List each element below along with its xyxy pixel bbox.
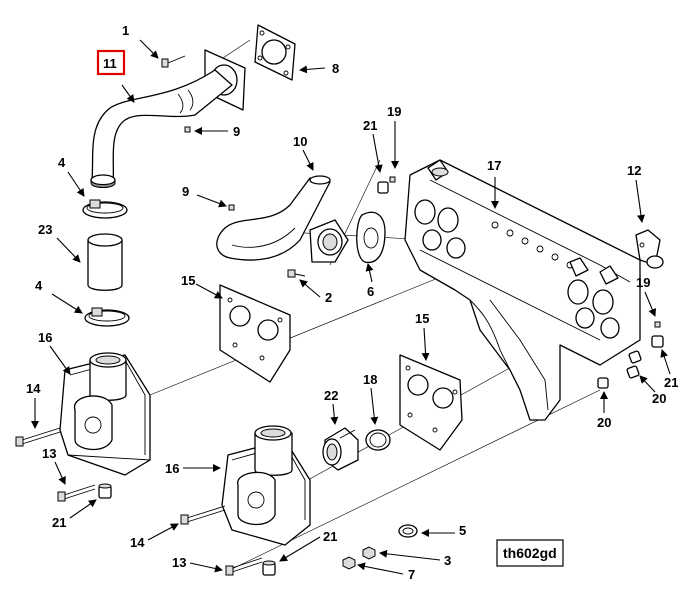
exhaust-manifold-part-17 — [404, 159, 641, 421]
flange-outlet — [309, 219, 349, 263]
plug-part-19-upper — [389, 176, 396, 183]
thermostat-housing-part-16-left — [59, 352, 151, 476]
callout-12: 12 — [627, 163, 641, 178]
gasket-part-6 — [356, 211, 386, 264]
callout-16-right: 16 — [165, 461, 179, 476]
ring-part-5 — [398, 524, 418, 538]
callout-20-right: 20 — [652, 391, 666, 406]
callout-4-lower: 4 — [35, 278, 43, 293]
callout-23: 23 — [38, 222, 52, 237]
callout-16-left: 16 — [38, 330, 52, 345]
tube-part-10 — [216, 175, 331, 261]
plug-part-9-upper — [184, 126, 191, 133]
callout-6: 6 — [367, 284, 374, 299]
callout-5: 5 — [459, 523, 466, 538]
callout-labels: 1 11 8 9 4 23 4 16 14 13 21 10 9 15 2 6 … — [26, 23, 678, 582]
sleeve-parts-20 — [597, 350, 642, 389]
drawing-id-label: th602gd — [503, 545, 557, 561]
callout-22: 22 — [324, 388, 338, 403]
plug-part-9-lower — [228, 204, 235, 211]
bolt-part-13-left — [57, 484, 96, 502]
o-ring-part-18 — [365, 429, 391, 451]
callout-9-lower: 9 — [182, 184, 189, 199]
gasket-part-8 — [254, 24, 296, 81]
callout-11: 11 — [103, 56, 117, 71]
callout-17: 17 — [487, 158, 501, 173]
callout-2: 2 — [325, 290, 332, 305]
callout-leaders — [31, 39, 671, 575]
callout-10: 10 — [293, 134, 307, 149]
callout-21-bottom: 21 — [323, 529, 337, 544]
bolt-part-14-left — [15, 427, 61, 447]
callout-14-left: 14 — [26, 381, 41, 396]
thermostat-part-22 — [322, 427, 359, 471]
thermostat-housing-part-16-right — [221, 425, 311, 546]
bracket-part-12 — [635, 229, 664, 269]
callout-13-left: 13 — [42, 446, 56, 461]
callout-7: 7 — [408, 567, 415, 582]
callout-19-right: 19 — [636, 275, 650, 290]
drawing-id-box: th602gd — [496, 539, 564, 567]
callout-21-left: 21 — [52, 515, 66, 530]
bolt-part-14-right — [180, 505, 226, 525]
plug-part-19-right — [654, 321, 661, 328]
sleeve-part-21-bottom — [262, 560, 276, 576]
sleeve-part-21-left — [98, 483, 112, 499]
callout-15-right: 15 — [415, 311, 429, 326]
washer-part-7 — [342, 556, 356, 570]
callout-9-upper: 9 — [233, 124, 240, 139]
hose-part-23 — [87, 233, 123, 291]
bolt-part-1 — [161, 55, 186, 68]
sleeve-part-21-upper — [377, 181, 389, 194]
gasket-part-15-left — [219, 284, 291, 383]
callout-4-upper: 4 — [58, 155, 66, 170]
callout-3: 3 — [444, 553, 451, 568]
callout-highlight-box — [96, 49, 126, 76]
callout-19-upper: 19 — [387, 104, 401, 119]
nut-part-3 — [362, 546, 376, 560]
sleeve-part-21-right — [651, 335, 664, 348]
callout-15-left: 15 — [181, 273, 195, 288]
callout-14-right: 14 — [130, 535, 145, 550]
callout-20-bottom: 20 — [597, 415, 611, 430]
callout-13-right: 13 — [172, 555, 186, 570]
hose-clamp-part-4-lower — [84, 307, 130, 327]
hose-clamp-part-4-upper — [82, 199, 128, 219]
elbow-pipe-part-11 — [90, 49, 246, 188]
callout-8: 8 — [332, 61, 339, 76]
callout-21-upper: 21 — [363, 118, 377, 133]
bolt-part-13-right — [225, 557, 263, 576]
callout-21-right: 21 — [664, 375, 678, 390]
screw-part-2 — [287, 269, 306, 278]
callout-18: 18 — [363, 372, 377, 387]
callout-1: 1 — [122, 23, 129, 38]
gasket-part-15-right — [399, 354, 463, 451]
